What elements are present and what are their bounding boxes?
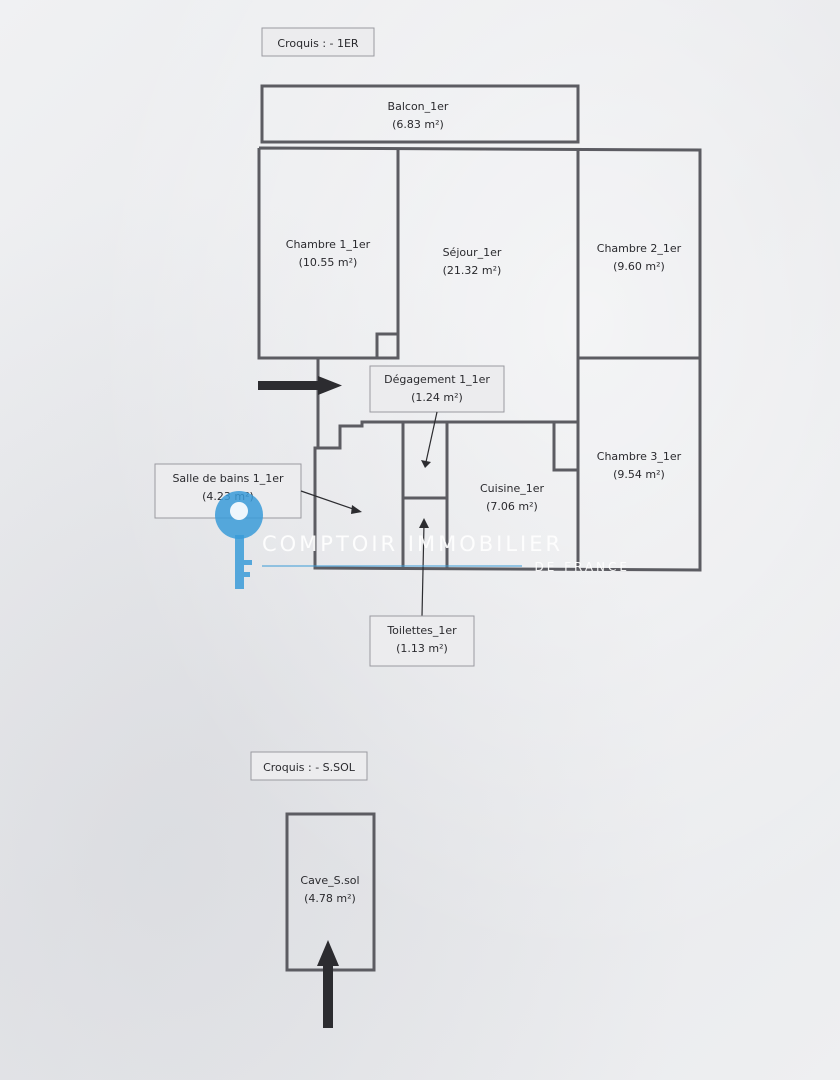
room-chambre1-name: Chambre 1_1er: [286, 238, 371, 251]
caption-basement-text: Croquis : - S.SOL: [263, 761, 356, 774]
room-cuisine-area: (7.06 m²): [486, 500, 538, 513]
room-toilettes-area: (1.13 m²): [396, 642, 448, 655]
watermark-sub: DE FRANCE: [534, 560, 630, 574]
room-salle-de-bains-name: Salle de bains 1_1er: [172, 472, 284, 485]
key-logo-icon: [215, 491, 263, 589]
caption-first-floor: Croquis : - 1ER: [261, 27, 375, 57]
leader-arrowhead: [419, 518, 429, 528]
room-degagement-name: Dégagement 1_1er: [384, 373, 490, 386]
room-degagement-area: (1.24 m²): [411, 391, 463, 404]
room-sejour-name: Séjour_1er: [443, 246, 502, 259]
room-chambre2-area: (9.60 m²): [613, 260, 665, 273]
room-cuisine-name: Cuisine_1er: [480, 482, 545, 495]
room-balcon-name: Balcon_1er: [388, 100, 449, 113]
apartment-walls: [257, 146, 702, 572]
watermark: COMPTOIR IMMOBILIER DE FRANCE: [215, 491, 630, 589]
room-chambre1-area: (10.55 m²): [299, 256, 358, 269]
room-balcon-area: (6.83 m²): [392, 118, 444, 131]
caption-first-floor-text: Croquis : - 1ER: [277, 37, 359, 50]
room-sejour-area: (21.32 m²): [443, 264, 502, 277]
room-cave-area: (4.78 m²): [304, 892, 356, 905]
watermark-brand: COMPTOIR IMMOBILIER: [262, 532, 563, 556]
room-chambre2-name: Chambre 2_1er: [597, 242, 682, 255]
cave-entrance-arrow: [317, 940, 339, 1028]
room-cave: Cave_S.sol (4.78 m²): [285, 812, 376, 972]
leader-arrowhead: [351, 505, 362, 514]
room-cave-name: Cave_S.sol: [300, 874, 359, 887]
room-chambre2: Chambre 2_1er (9.60 m²): [597, 242, 682, 273]
room-cuisine: Cuisine_1er (7.06 m²): [480, 482, 545, 513]
caption-basement: Croquis : - S.SOL: [250, 751, 368, 781]
room-chambre3-name: Chambre 3_1er: [597, 450, 682, 463]
room-sejour: Séjour_1er (21.32 m²): [443, 246, 502, 277]
room-chambre3-area: (9.54 m²): [613, 468, 665, 481]
leader-arrowhead: [421, 460, 431, 468]
room-balcon: Balcon_1er (6.83 m²): [260, 84, 580, 144]
room-toilettes: Toilettes_1er (1.13 m²): [369, 518, 475, 667]
room-chambre1: Chambre 1_1er (10.55 m²): [286, 238, 371, 269]
entrance-arrow: [258, 376, 342, 395]
room-degagement: Dégagement 1_1er (1.24 m²): [369, 365, 505, 468]
room-toilettes-name: Toilettes_1er: [386, 624, 457, 637]
room-chambre3: Chambre 3_1er (9.54 m²): [597, 450, 682, 481]
